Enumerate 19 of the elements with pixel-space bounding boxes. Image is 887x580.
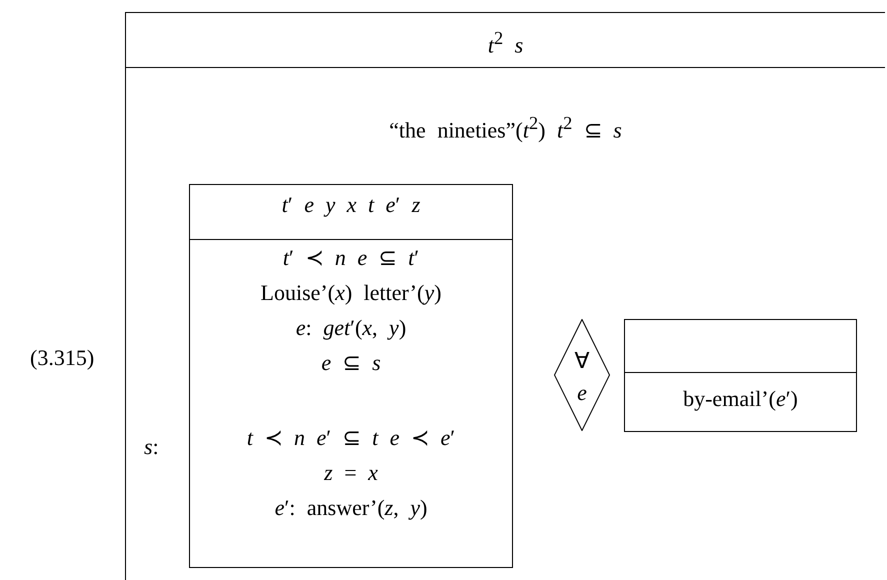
- condition-text: t ≺ n e′ ⊆ t e ≺ e′: [246, 424, 456, 452]
- variable-text: e: [577, 379, 587, 406]
- condition-text: e ⊆ s: [320, 349, 382, 377]
- condition-text: Louise’(x) letter’(y): [260, 279, 442, 307]
- referent-list: t$^{2}$ s: [126, 13, 885, 68]
- referent-list: t′ e y x t e′ z: [190, 185, 512, 240]
- condition-text: e′: answer’(z, y): [274, 494, 428, 522]
- quantifier-symbol: ∀: [574, 347, 590, 374]
- condition-text: t′ ≺ n e ⊆ t′: [282, 244, 420, 272]
- condition-text: “the nineties”(t$^{2}$) t$^{2}$ ⊆ s: [388, 112, 623, 144]
- condition-text: e: get′(x, y): [294, 314, 408, 342]
- drs-box: [125, 12, 885, 580]
- equation-number: (3.315): [30, 345, 94, 371]
- condition-text: z = x: [323, 459, 379, 487]
- condition-text: by-email’(e′): [682, 385, 799, 413]
- drs-box: [189, 184, 513, 568]
- quantifier-diamond: [554, 319, 610, 431]
- variable-label: s:: [144, 434, 159, 460]
- drs-box: [624, 319, 857, 432]
